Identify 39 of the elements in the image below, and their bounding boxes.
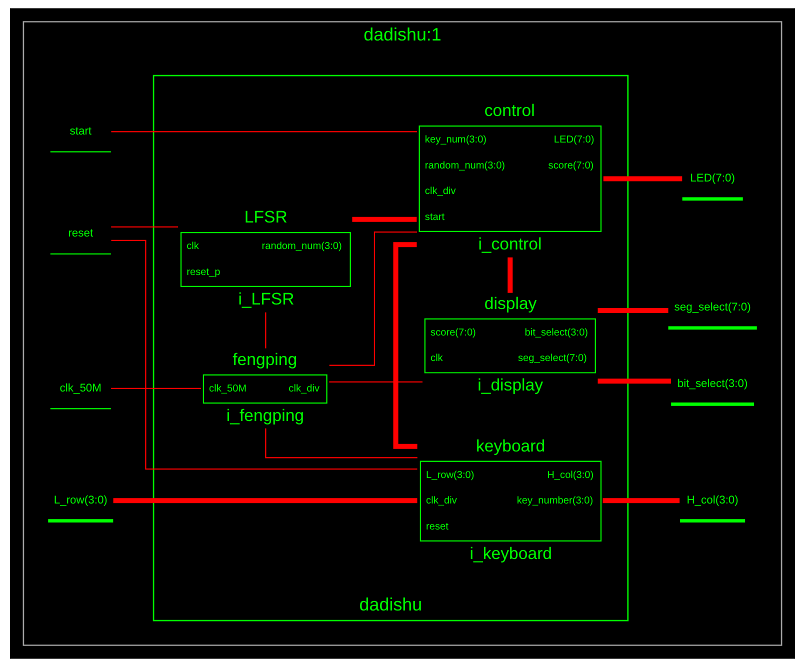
node-text: start xyxy=(70,125,92,138)
node-box: L_row(3:0) H_col(3:0) clk_div key_number(3:0) reset xyxy=(420,460,602,542)
node-box: clk_50M clk_div xyxy=(202,374,328,404)
node-label: i_LFSR xyxy=(238,289,294,308)
connector xyxy=(113,498,418,504)
node-label: i_display xyxy=(478,376,544,395)
node-text: clk_50M xyxy=(60,382,102,394)
connector xyxy=(352,216,417,222)
connector xyxy=(111,226,178,228)
node-text: bit_select(3:0) xyxy=(677,378,748,390)
node-text: LED(7:0) xyxy=(690,172,735,185)
connector xyxy=(111,388,201,389)
node-box: clk random_num(3:0) reset_p xyxy=(180,232,351,287)
connector xyxy=(602,498,680,504)
connector xyxy=(598,308,668,314)
connector xyxy=(393,242,418,449)
node-label: control xyxy=(484,100,535,120)
connector xyxy=(329,231,418,366)
connector xyxy=(265,428,418,458)
connector xyxy=(598,378,671,384)
node-label: i_fengping xyxy=(226,406,304,425)
node-box: score(7:0) bit_select(3:0) clk seg_select(7:0) xyxy=(424,318,596,374)
connector xyxy=(329,381,422,382)
node-label: display xyxy=(484,294,537,313)
node-label: i_keyboard xyxy=(470,544,552,563)
connector xyxy=(508,257,513,293)
node-label: i_control xyxy=(478,234,542,254)
connector xyxy=(111,240,418,470)
connector xyxy=(265,312,266,348)
node-label: LFSR xyxy=(244,207,288,226)
node-label: keyboard xyxy=(476,436,546,456)
connector xyxy=(603,176,682,182)
node-label: fengping xyxy=(232,350,298,369)
node-text: H_col(3:0) xyxy=(686,494,738,506)
node-text: reset xyxy=(68,227,94,240)
node-text: L_row(3:0) xyxy=(54,494,108,506)
connector xyxy=(111,131,417,132)
node-text: seg_select(7:0) xyxy=(674,302,751,314)
node-box: key_num(3:0) LED(7:0) random_num(3:0) score(7:0) clk_div start xyxy=(418,125,602,232)
